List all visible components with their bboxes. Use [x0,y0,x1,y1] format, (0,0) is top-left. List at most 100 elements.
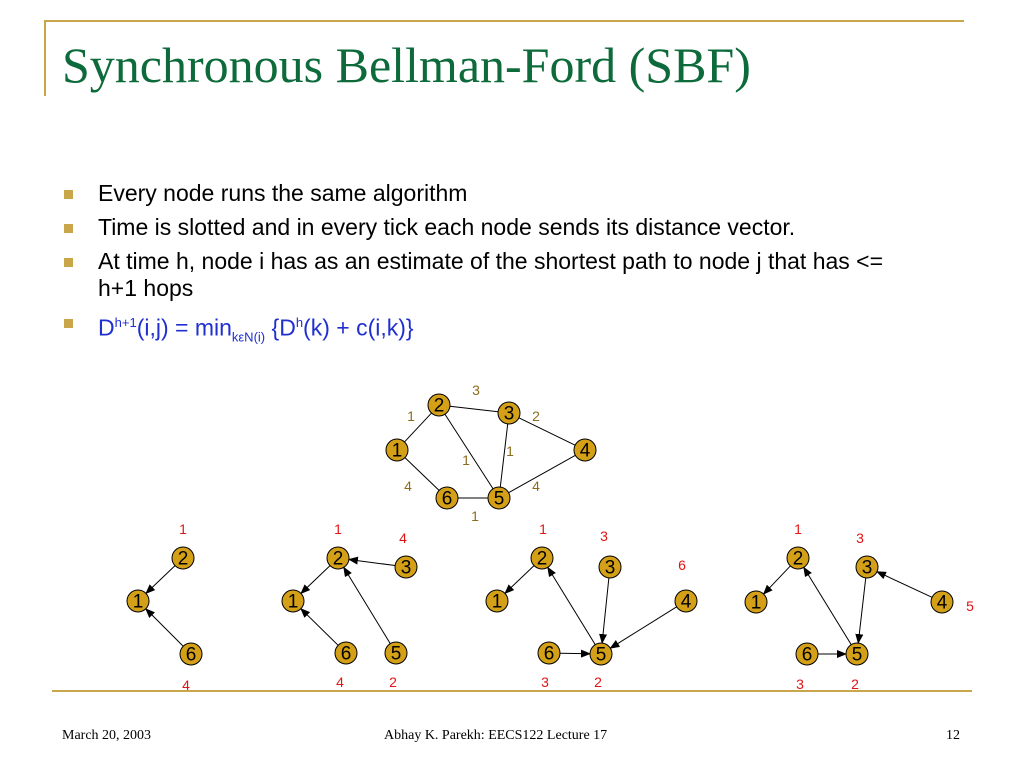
formula-superscript: h [295,315,304,330]
node-3-label: 3 [605,558,616,579]
formula-part: {D [265,314,296,341]
node-1-circle [744,590,768,614]
edge-2-5 [444,413,494,490]
node-3-circle [497,401,521,425]
node-3-label: 3 [862,558,873,579]
node-1-label: 1 [492,592,503,613]
node-6-circle [435,486,459,510]
edge-weight-label: 4 [404,478,412,494]
footer-course: Abhay K. Parekh: EECS122 Lecture 17 [384,728,608,743]
bullet-item: Every node runs the same algorithm [62,180,922,207]
node-5-label: 5 [494,489,505,510]
edge-2-3 [449,405,499,413]
node-5-label: 5 [391,644,402,665]
node-4-circle [674,589,698,613]
tree-4-distance-4: 5 [966,598,974,614]
node-5-label: 5 [852,645,863,666]
tree-2-distance-2: 1 [334,521,342,537]
bullet-square-icon [64,190,73,199]
tree-3-arrow-3-5 [599,577,610,645]
tree-2-distance-3: 4 [399,530,407,546]
bullet-text: Every node runs the same algorithm [98,180,468,206]
node-6-label: 6 [802,645,813,666]
node-2-circle [786,546,810,570]
node-1-circle [485,589,509,613]
edge-1-6 [404,457,440,491]
tree-3-distance-4: 6 [678,557,686,573]
tree-1-arrow-6-1 [145,608,184,647]
node-1-label: 1 [288,592,299,613]
node-2-circle [530,546,554,570]
tree-3-distance-6: 3 [541,674,549,690]
tree-3-distance-3: 3 [600,528,608,544]
bullet-text: Time is slotted and in every tick each n… [98,214,796,240]
node-5-circle [384,641,408,665]
tree-4-distance-5: 2 [851,676,859,692]
node-2-label: 2 [537,549,548,570]
node-6-label: 6 [186,645,197,666]
formula-bullet: Dh+1(i,j) = minkεN(i) {Dh(k) + c(i,k)} [62,309,922,350]
node-2-circle [326,546,350,570]
node-6-circle [179,642,203,666]
left-rule [44,20,46,96]
edge-weight-label: 1 [407,408,415,424]
node-1-label: 1 [751,593,762,614]
node-5-circle [589,642,613,666]
node-2-label: 2 [793,549,804,570]
node-6-label: 6 [341,644,352,665]
tree-4-arrow-4-3 [876,571,933,598]
edge-weight-label: 2 [532,408,540,424]
node-2-label: 2 [434,396,445,417]
footer-rule [52,690,972,692]
tree-1-distance-2: 1 [179,521,187,537]
node-3-circle [855,555,879,579]
node-4-label: 4 [937,593,948,614]
node-4-label: 4 [580,441,591,462]
tree-3-arrow-4-5 [609,606,677,649]
tree-2-arrow-2-1 [300,565,331,595]
node-6-circle [537,641,561,665]
tree-4-arrow-3-5 [855,577,867,645]
edge-weight-label: 1 [471,508,479,524]
node-6-label: 6 [544,644,555,665]
tree-4-distance-6: 3 [796,676,804,692]
tree-1-arrow-2-1 [145,565,176,595]
node-2-circle [171,546,195,570]
node-6-circle [795,642,819,666]
bullet-square-icon [64,319,73,328]
node-1-circle [385,438,409,462]
page-number: 12 [946,728,960,743]
edge-4-5 [508,454,576,494]
node-6-label: 6 [442,489,453,510]
formula-part: D [98,314,115,341]
bullet-item: Time is slotted and in every tick each n… [62,214,922,241]
tree-3-arrow-6-5 [559,649,592,658]
tree-2-arrow-3-2 [347,556,396,567]
node-4-circle [573,438,597,462]
tree-2-arrow-5-2 [343,566,391,644]
edge-weight-label: 4 [532,478,540,494]
tree-3-distance-5: 2 [594,674,602,690]
node-4-label: 4 [681,592,692,613]
tree-4-arrow-5-2 [803,566,852,645]
bullet-square-icon [64,224,73,233]
top-rule [44,20,964,22]
node-2-label: 2 [333,549,344,570]
edge-1-2 [404,412,432,443]
edge-weight-label: 1 [462,452,470,468]
footer-date: March 20, 2003 [62,728,152,743]
edge-3-4 [518,417,576,446]
tree-4-distance-2: 1 [794,521,802,537]
node-5-label: 5 [596,645,607,666]
tree-1-distance-6: 4 [182,677,190,693]
node-1-label: 1 [133,592,144,613]
tree-3-arrow-5-2 [547,566,596,645]
formula-superscript: h+1 [114,315,137,330]
tree-2-arrow-6-1 [300,608,339,646]
node-4-circle [930,590,954,614]
node-1-circle [281,589,305,613]
slide-title: Synchronous Bellman-Ford (SBF) [62,37,751,93]
formula-part: (i,j) = min [136,314,232,341]
formula-part: (k) + c(i,k)} [303,314,414,341]
